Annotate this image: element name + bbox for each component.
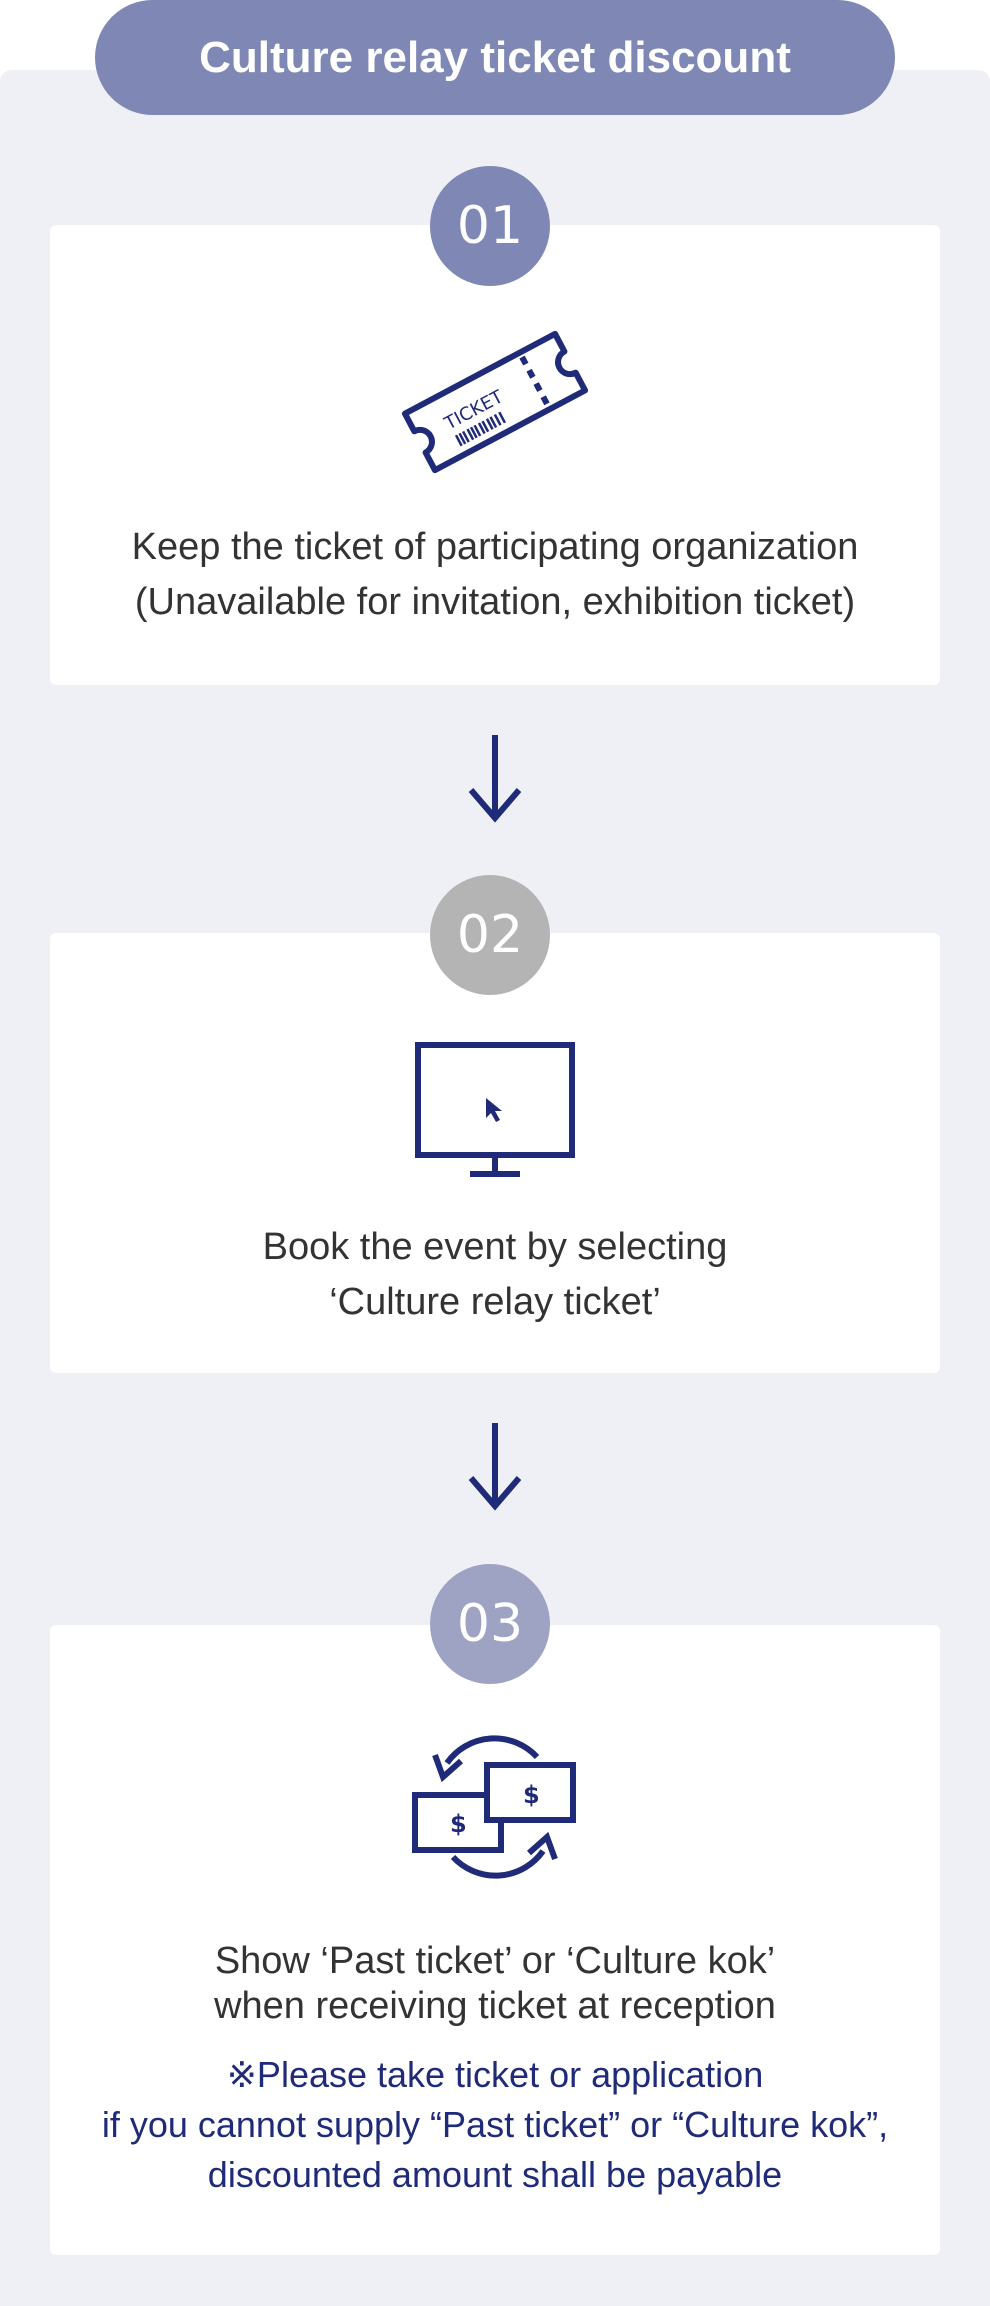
step-2-text-line1: Book the event by selecting	[262, 1226, 728, 1268]
dollar-label-front: $	[450, 1810, 467, 1838]
step-2-badge: 02	[430, 875, 550, 995]
down-arrow-icon	[468, 735, 522, 823]
page-title: Culture relay ticket discount	[95, 0, 895, 115]
step-2-text-line2: ‘Culture relay ticket’	[329, 1281, 661, 1323]
step-3-badge: 03	[430, 1564, 550, 1684]
step-3-card	[50, 1625, 940, 2255]
dollar-label-back: $	[523, 1781, 540, 1809]
step-3-text-line2: when receiving ticket at reception	[214, 1985, 776, 2027]
cursor-icon	[486, 1098, 502, 1122]
money-exchange-icon: $ $	[412, 1735, 576, 1879]
step-3-text-line1: Show ‘Past ticket’ or ‘Culture kok’	[214, 1940, 776, 1982]
monitor-icon	[415, 1042, 575, 1177]
step-3-note-line3: discounted amount shall be payable	[207, 2154, 783, 2195]
down-arrow-icon	[468, 1423, 522, 1511]
step-1-badge: 01	[430, 166, 550, 286]
ticket-icon: TICKET	[401, 330, 589, 474]
step-3-note-line2: if you cannot supply “Past ticket” or “C…	[101, 2104, 889, 2145]
ticket-icon-label: TICKET	[440, 386, 507, 435]
step-3-note-line1: ※Please take ticket or application	[226, 2054, 764, 2095]
step-1-text-line2: (Unavailable for invitation, exhibition …	[134, 581, 856, 623]
step-1-card	[50, 225, 940, 685]
step-1-text-line1: Keep the ticket of participating organiz…	[131, 526, 859, 568]
